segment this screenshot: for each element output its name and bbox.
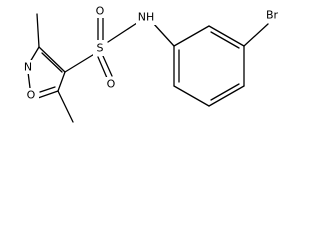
bond-ar-inner-b bbox=[210, 83, 240, 101]
atom-br: Br bbox=[266, 9, 279, 22]
bond-c5-o-double bbox=[37, 90, 59, 99]
bond-c5-methyl bbox=[57, 90, 74, 123]
bond-c-br bbox=[243, 23, 269, 47]
atom-nh: NH bbox=[138, 11, 155, 24]
bond-ar-4-5 bbox=[208, 85, 245, 107]
atom-o-ring: O bbox=[27, 89, 36, 102]
bond-c3-c4-double bbox=[38, 46, 66, 73]
bond-ar-5-6 bbox=[173, 85, 210, 107]
bond-n-phenyl bbox=[152, 22, 175, 47]
bond-ar-1-2 bbox=[173, 25, 210, 47]
atom-o-sulfonyl-bottom: O bbox=[107, 78, 116, 91]
atom-o-sulfonyl-top: O bbox=[96, 5, 105, 18]
atom-n-ring: N bbox=[24, 61, 32, 74]
bond-s-o-bottom bbox=[97, 56, 108, 79]
bond-c5-o-double-inner bbox=[39, 86, 56, 93]
bond-c4-s bbox=[64, 52, 97, 73]
bond-c4-c5 bbox=[57, 71, 66, 92]
bond-c3-n bbox=[29, 46, 40, 63]
bond-o-n bbox=[27, 71, 31, 89]
molecule-structure: N O S O O NH Br bbox=[23, 4, 279, 123]
bond-ar-inner-a bbox=[210, 31, 240, 49]
bond-c3-methyl bbox=[36, 13, 40, 48]
bond-s-n bbox=[107, 22, 138, 43]
atom-s: S bbox=[97, 42, 104, 55]
bond-s-o-bottom-2 bbox=[102, 55, 113, 77]
bond-ar-2-3 bbox=[208, 25, 245, 47]
bond-c3-c4-double-inner bbox=[41, 52, 63, 73]
